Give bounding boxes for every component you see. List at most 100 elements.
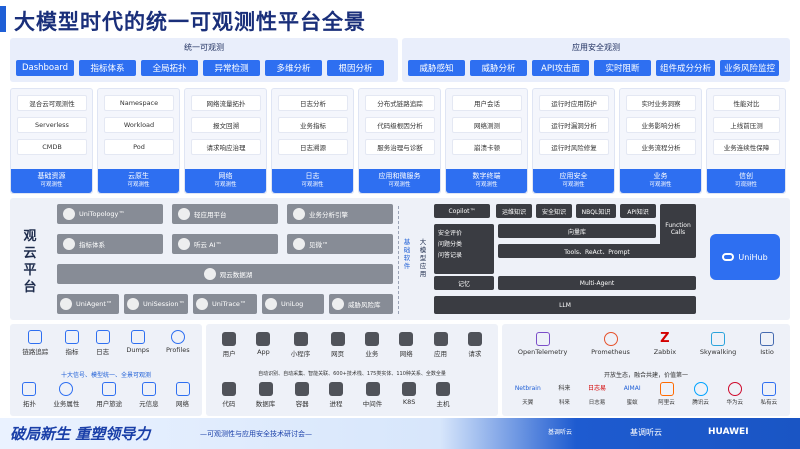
tab-rootcause[interactable]: 根因分析 <box>327 60 384 76</box>
tag-sec-knowledge[interactable]: 安全知识 <box>536 204 572 218</box>
eco-opentelemetry[interactable]: OpenTelemetry <box>518 332 567 356</box>
category-card-log[interactable]: 日志分析 业务指标 日志溯源 日志可观测性 <box>271 88 354 194</box>
signal-trace[interactable]: 链路追踪 <box>22 330 48 356</box>
datalake-module[interactable]: 观云数据湖 <box>57 264 393 284</box>
signal-log[interactable]: 日志 <box>95 330 110 356</box>
llm-module[interactable]: LLM <box>434 296 696 314</box>
tingyun-ai-module[interactable]: 听云 AI™ <box>172 234 278 254</box>
list-item: CMDB <box>17 139 87 155</box>
entity-user[interactable]: 用户 <box>222 332 237 358</box>
entity-application[interactable]: 应用 <box>433 332 448 358</box>
entity-k8s[interactable]: K8S <box>402 382 417 408</box>
category-card-apm[interactable]: 分布式链路追踪 代码级根因分析 服务治理与诊断 应用和微服务可观测性 <box>358 88 441 194</box>
tab-multidim[interactable]: 多维分析 <box>265 60 322 76</box>
eco-skywalking[interactable]: Skywalking <box>700 332 736 356</box>
entity-webpage[interactable]: 网页 <box>330 332 345 358</box>
network-icon <box>175 382 190 396</box>
category-card-infra[interactable]: 混合云可观测性 Serverless CMDB 基础资源可观测性 <box>10 88 93 194</box>
list-item: 业务指标 <box>278 117 348 133</box>
title-accent-bar <box>0 6 6 32</box>
category-label: 基础资源可观测性 <box>11 169 92 193</box>
entity-process[interactable]: 进程 <box>328 382 343 408</box>
tools-module[interactable]: Tools、ReAct、Prompt <box>498 244 696 258</box>
signal-profiles[interactable]: Profiles <box>166 330 190 356</box>
entity-middleware[interactable]: 中间件 <box>363 382 382 408</box>
uniagent-module[interactable]: UniAgent™ <box>57 294 119 314</box>
entity-network[interactable]: 网络 <box>399 332 414 358</box>
jianwei-module[interactable]: 见微™ <box>287 234 393 254</box>
istio-icon <box>760 332 775 346</box>
signal-network[interactable]: 网络 <box>175 382 190 408</box>
eco-aliyun[interactable]: 阿里云 <box>658 382 675 406</box>
entity-database[interactable]: 数据库 <box>256 382 275 408</box>
category-card-business[interactable]: 实时业务洞察 业务影响分析 业务流程分析 业务可观测性 <box>619 88 702 194</box>
tab-threat-analysis[interactable]: 威胁分析 <box>470 60 527 76</box>
eco-prometheus[interactable]: Prometheus <box>591 332 630 356</box>
zabbix-icon: Z <box>660 331 670 346</box>
tab-metrics[interactable]: 指标体系 <box>79 60 136 76</box>
tab-api-surface[interactable]: API攻击面 <box>532 60 589 76</box>
signal-dumps[interactable]: Dumps <box>126 330 149 356</box>
entity-request[interactable]: 请求 <box>467 332 482 358</box>
eco-huawei[interactable]: 华为云 <box>727 382 743 406</box>
signal-user-journey[interactable]: 用户旅途 <box>96 382 122 408</box>
signal-metrics[interactable]: 指标 <box>65 330 79 356</box>
tab-realtime-block[interactable]: 实时阻断 <box>594 60 651 76</box>
threat-lib-module[interactable]: 威胁风险库 <box>329 294 393 314</box>
category-card-xinchuang[interactable]: 性能对比 上线前压测 业务连续性保障 信创可观测性 <box>706 88 786 194</box>
entity-miniprogram[interactable]: 小程序 <box>291 332 310 358</box>
entity-app[interactable]: App <box>256 332 271 358</box>
tab-component-analysis[interactable]: 组件成分分析 <box>656 60 715 76</box>
unihub-module[interactable]: UniHub <box>710 234 780 280</box>
tab-threat-sense[interactable]: 威胁感知 <box>408 60 465 76</box>
eco-tencent[interactable]: 腾讯云 <box>692 382 709 406</box>
tencent-cloud-icon <box>693 382 708 396</box>
category-card-cloudnative[interactable]: Namespace Workload Pod 云原生可观测性 <box>97 88 180 194</box>
category-card-terminal[interactable]: 用户会话 网络测测 崩溃卡顿 数字终端可观测性 <box>445 88 528 194</box>
private-cloud-icon <box>761 382 776 396</box>
light-app-module[interactable]: 轻应用平台 <box>172 204 278 224</box>
eco-rizhiyi[interactable]: 日志易日志易 <box>588 382 606 406</box>
metrics-module[interactable]: 指标体系 <box>57 234 163 254</box>
multi-agent-module[interactable]: Multi-Agent <box>498 276 696 290</box>
entity-business[interactable]: 业务 <box>364 332 379 358</box>
signal-topology[interactable]: 拓扑 <box>22 382 37 408</box>
sec-eval-block[interactable]: 安全评价 问题分类 问答记录 <box>434 224 494 274</box>
tag-api-knowledge[interactable]: API知识 <box>620 204 656 218</box>
eco-private[interactable]: 私有云 <box>761 382 777 406</box>
eco-istio[interactable]: Istio <box>760 332 775 356</box>
entity-container[interactable]: 容器 <box>295 382 310 408</box>
unisession-module[interactable]: UniSession™ <box>124 294 188 314</box>
dumps-icon <box>130 330 145 344</box>
unitopology-module[interactable]: UniTopology™ <box>57 204 163 224</box>
biz-analysis-module[interactable]: 业务分析引擎 <box>287 204 393 224</box>
tab-topology[interactable]: 全局拓扑 <box>141 60 198 76</box>
chart-icon <box>364 332 379 346</box>
signals-caption: 十大信号、模型统一、全景可观测 <box>60 372 151 379</box>
signal-biz-attr[interactable]: 业务属性 <box>53 382 79 408</box>
tab-anomaly[interactable]: 异常检测 <box>203 60 260 76</box>
tab-dashboard[interactable]: Dashboard <box>16 60 74 76</box>
copilot-module[interactable]: Copilot™ <box>434 204 490 218</box>
list-item: 实时业务洞察 <box>626 95 696 111</box>
memory-module[interactable]: 记忆 <box>434 276 494 290</box>
vector-db-module[interactable]: 向量库 <box>498 224 656 238</box>
signal-meta[interactable]: 元信息 <box>139 382 159 408</box>
entity-host[interactable]: 主机 <box>435 382 450 408</box>
list-item: 崩溃卡顿 <box>452 139 522 155</box>
tag-ops-knowledge[interactable]: 运维知识 <box>496 204 532 218</box>
category-card-network[interactable]: 网络流量拓扑 报文回溯 请求响应治理 网络可观测性 <box>184 88 267 194</box>
user-journey-icon <box>102 382 117 396</box>
unitrace-module[interactable]: UniTrace™ <box>193 294 257 314</box>
category-card-appsec[interactable]: 运行时应用防护 运行时漏洞分析 运行时风险修复 应用安全可观测性 <box>532 88 615 194</box>
request-icon <box>467 332 482 346</box>
unilog-module[interactable]: UniLog <box>262 294 324 314</box>
eco-kelai[interactable]: 科来科来 <box>558 382 570 406</box>
tag-nbql-knowledge[interactable]: NBQL知识 <box>576 204 616 218</box>
tab-biz-risk[interactable]: 业务风险监控 <box>720 60 779 76</box>
list-item: 报文回溯 <box>191 117 261 133</box>
entity-code[interactable]: 代码 <box>221 382 236 408</box>
